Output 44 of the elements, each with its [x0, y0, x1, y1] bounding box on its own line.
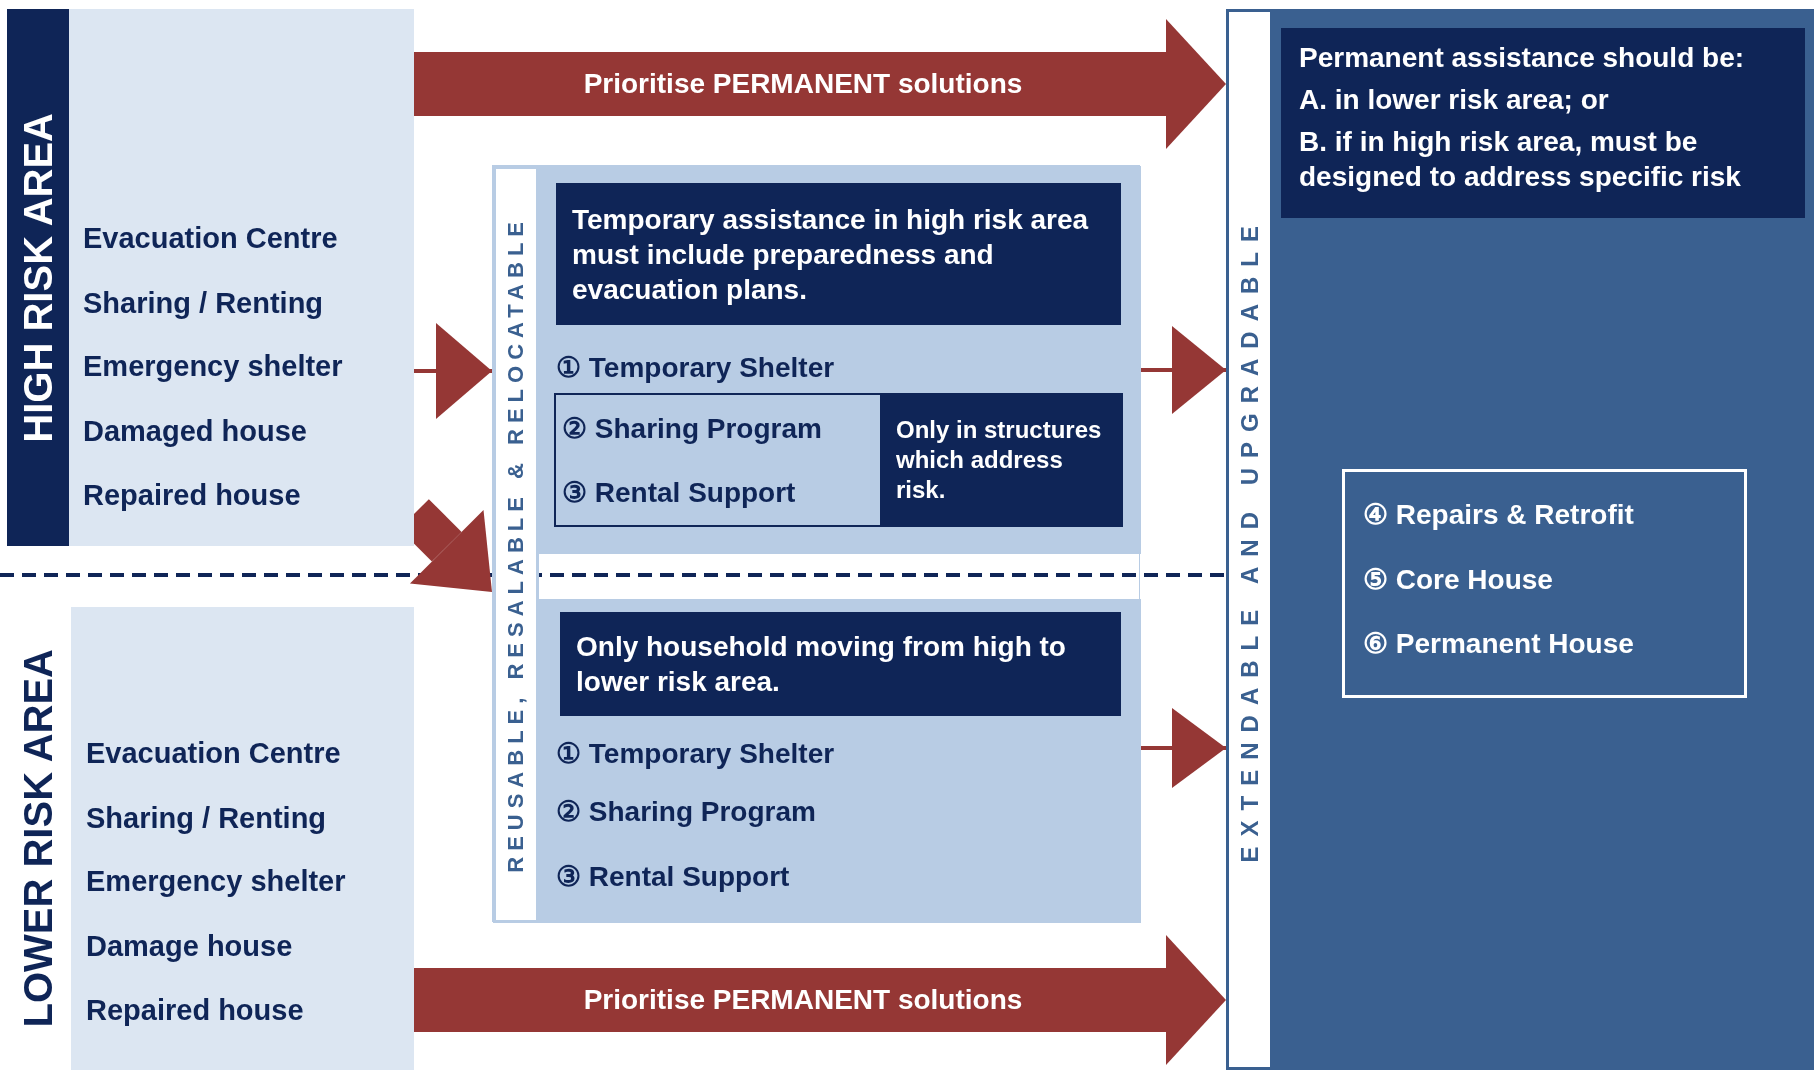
list-item: ⑤ Core House — [1363, 563, 1553, 597]
assistance-panel — [539, 599, 1141, 923]
arrow — [414, 323, 492, 419]
list-item: ⑥ Permanent House — [1363, 627, 1634, 661]
assistance-panel — [539, 166, 1141, 554]
note-box — [1281, 28, 1805, 218]
list-item: ② Sharing Program — [562, 412, 822, 446]
text-line: A. in lower risk area; or — [1299, 83, 1610, 117]
arrow — [1141, 708, 1226, 788]
list-item: ③ Rental Support — [556, 860, 790, 894]
area-heading: LOWER RISK AREA — [15, 648, 61, 1030]
text-line: Permanent assistance should be: — [1299, 41, 1746, 75]
area-heading: HIGH RISK AREA — [7, 9, 69, 546]
list-item: Emergency shelter — [86, 864, 346, 899]
list-item: Evacuation Centre — [83, 221, 338, 256]
band-label: REUSABLE, RESALABLE & RELOCATABLE — [493, 166, 539, 923]
arrow — [414, 935, 1226, 1065]
edge-label: Prioritise PERMANENT solutions — [583, 984, 1023, 1016]
option-box — [1342, 469, 1747, 698]
edge-label: Prioritise PERMANENT solutions — [583, 68, 1023, 100]
list-item: Damaged house — [83, 414, 307, 449]
text-line: B. if in high risk area, must be designed to address specific risk — [1299, 125, 1742, 194]
list-item: Emergency shelter — [83, 349, 343, 384]
list-item: ② Sharing Program — [556, 795, 816, 829]
note-banner: Only household moving from high to lower risk area. — [560, 612, 1121, 716]
assistance-column — [1226, 9, 1814, 1070]
list-item: Sharing / Renting — [86, 801, 327, 836]
note-panel: Only in structures which address risk. — [880, 395, 1123, 525]
arrow — [414, 19, 1226, 149]
list-item: Repaired house — [86, 993, 304, 1028]
list-item: Damage house — [86, 929, 293, 964]
list-item: ③ Rental Support — [562, 476, 796, 510]
area-panel — [7, 9, 414, 546]
list-item: ④ Repairs & Retrofit — [1363, 498, 1634, 532]
column-frame — [492, 165, 1140, 922]
list-item: Sharing / Renting — [83, 286, 324, 321]
list-item: ① Temporary Shelter — [556, 351, 835, 385]
band-label: EXTENDABLE AND UPGRADABLE — [1226, 9, 1273, 1070]
list-item: ① Temporary Shelter — [556, 737, 835, 771]
note-banner: Temporary assistance in high risk area must include preparedness and evacuation plans. — [556, 183, 1121, 325]
option-box — [554, 393, 1123, 527]
list-item: Evacuation Centre — [86, 736, 341, 771]
list-item: Repaired house — [83, 478, 301, 513]
arrow — [1141, 326, 1226, 414]
